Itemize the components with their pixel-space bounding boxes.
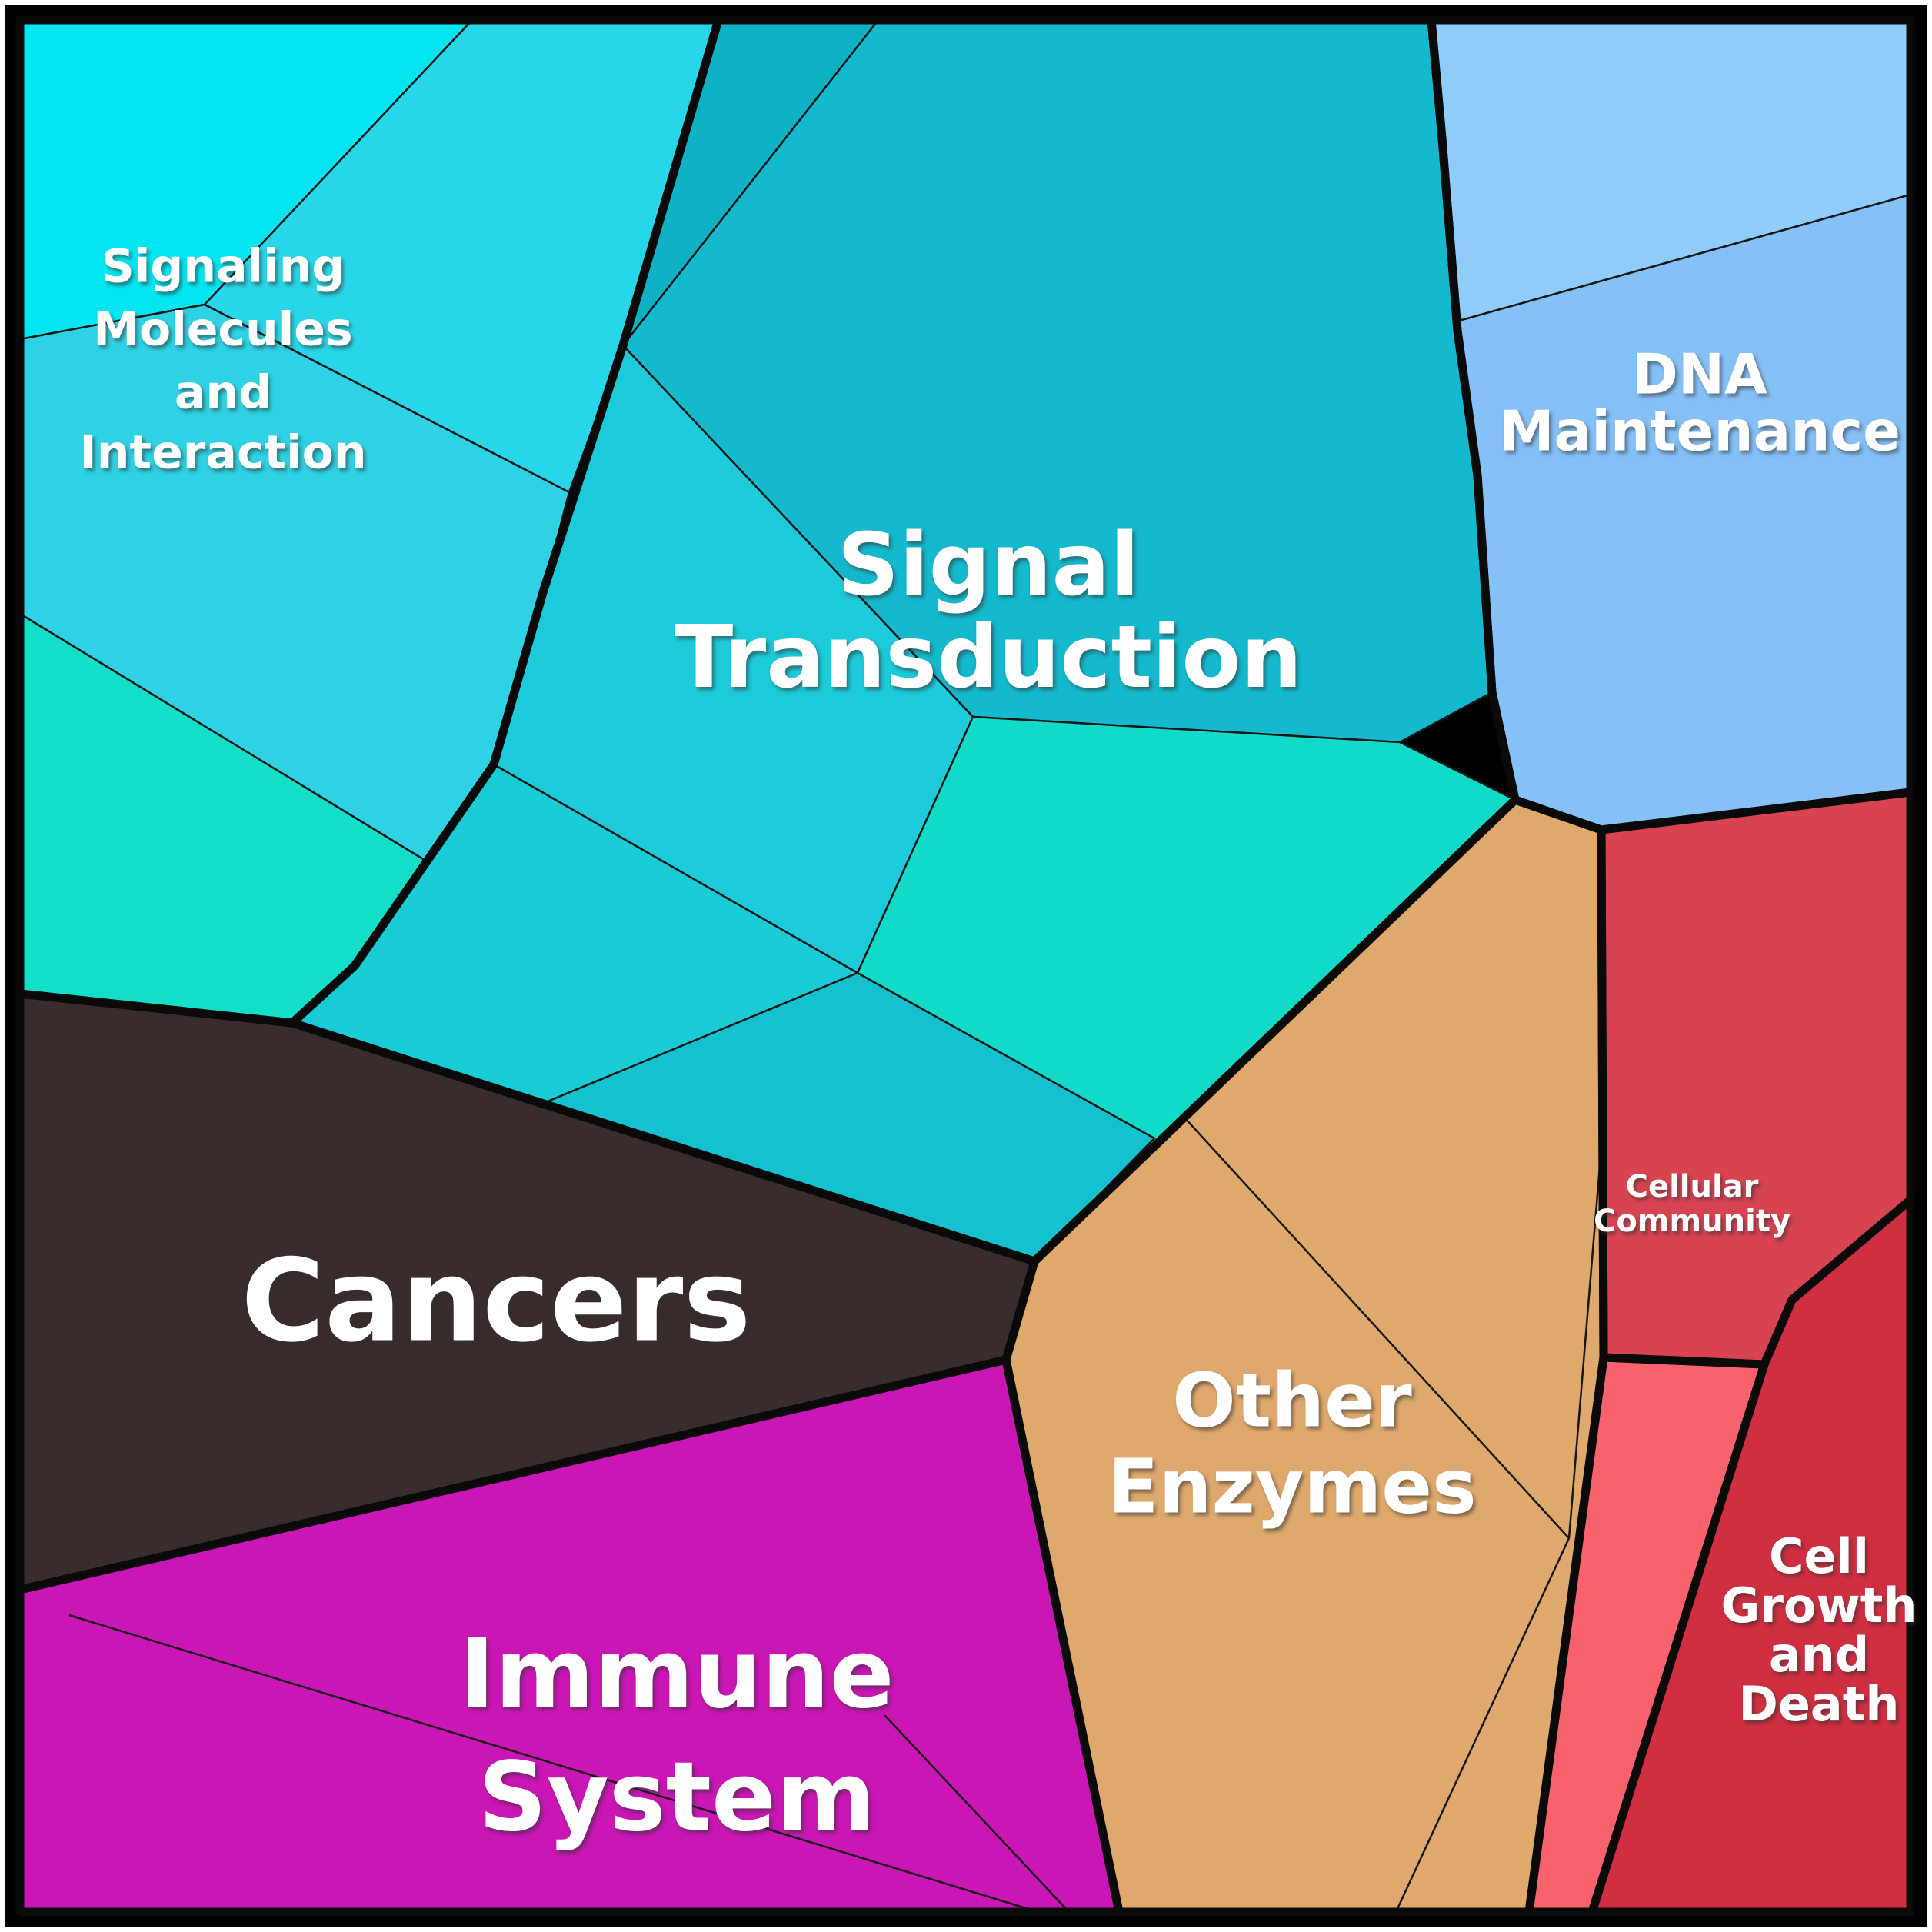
label-signal-transduction-line1: Transduction <box>675 608 1302 708</box>
label-immune-system-line1: System <box>478 1742 876 1853</box>
label-cell-growth-and-death-line0: Cell <box>1769 1528 1869 1584</box>
label-signaling-molecules-line0: Signaling <box>102 240 345 294</box>
label-other-enzymes-line1: Enzymes <box>1108 1443 1477 1530</box>
other-enzymes-subline-0 <box>1184 1117 1570 1539</box>
immune-system-subline-1 <box>884 1714 1070 1913</box>
label-cancers-line0: Cancers <box>241 1235 751 1367</box>
immune-system-subline-0 <box>68 1614 1039 1914</box>
label-signaling-molecules-line2: and <box>175 366 271 420</box>
label-immune-system-line0: Immune <box>459 1619 894 1730</box>
region-signal-transduction <box>291 18 1517 1263</box>
other-enzymes-subline-1 <box>1567 1138 1604 1539</box>
region-signaling-molecules <box>18 18 720 1024</box>
label-signaling-molecules-line3: Interaction <box>79 426 366 480</box>
label-cell-growth-and-death-line1: Growth <box>1720 1577 1917 1634</box>
dna-maintenance-outline <box>1427 15 1915 834</box>
label-cellular-community-line1: Community <box>1594 1204 1790 1239</box>
label-cell-growth-and-death-line2: and <box>1769 1627 1869 1683</box>
label-cellular-community-line0: Cellular <box>1626 1169 1759 1204</box>
label-dna-maintenance-line0: DNA <box>1632 342 1767 407</box>
label-signal-transduction-line0: Signal <box>838 515 1140 615</box>
cell-growth-and-death-outline <box>1587 1195 1915 1917</box>
label-other-enzymes-line0: Other <box>1172 1357 1412 1444</box>
other-enzymes-subline-2 <box>1394 1537 1571 1913</box>
label-dna-maintenance-line1: Maintenance <box>1499 399 1900 464</box>
label-signaling-molecules-line1: Molecules <box>93 303 352 357</box>
label-cell-growth-and-death-line3: Death <box>1738 1676 1899 1732</box>
region-dna-maintenance <box>1430 18 1912 831</box>
